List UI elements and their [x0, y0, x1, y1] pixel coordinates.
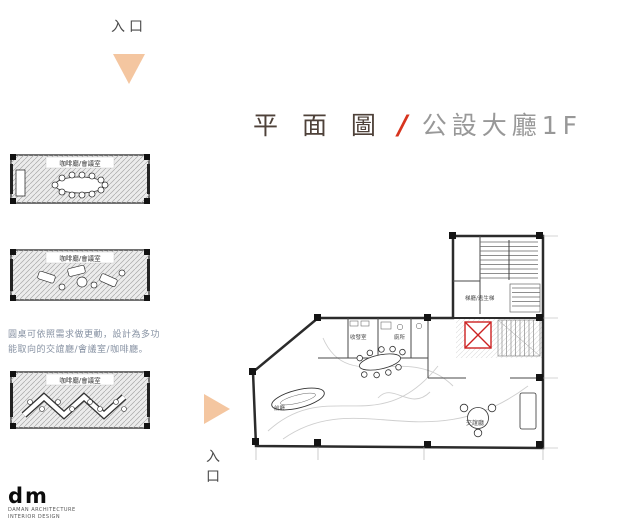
- zigzag-desks: [21, 392, 127, 420]
- title-sub: 公設大廳1F: [421, 111, 583, 140]
- thumbnail-frame: [10, 249, 150, 301]
- floorplan-thumbnail-conference: 咖啡廳/會議室: [10, 154, 150, 204]
- floorplan-thumbnail-zigzag: 咖啡廳/會議室: [10, 371, 150, 429]
- thumbnail-lounge-drawing: 咖啡廳/會議室: [10, 249, 150, 301]
- main-floorplan: 梯廳/逃生梯 收發室 廁所 交誼廳 前廳: [249, 232, 558, 460]
- room-label-foyer: 前廳: [274, 404, 286, 412]
- title-separator: /: [397, 110, 408, 141]
- plan-outline: [251, 234, 545, 450]
- lounge-furniture: [37, 265, 126, 291]
- entrance-arrow-down-icon: [113, 54, 145, 84]
- room-label-stair-hall: 梯廳/逃生梯: [465, 294, 495, 302]
- room-labels: 梯廳/逃生梯 收發室 廁所 交誼廳 前廳: [274, 294, 495, 427]
- logo: dm DAMAN ARCHITECTURE INTERIOR DESIGN: [8, 486, 76, 520]
- entrance-label-top: 入口: [111, 19, 147, 35]
- thumbnail-room-label: 咖啡廳/會議室: [45, 251, 115, 264]
- elevator: [464, 321, 492, 349]
- conference-table-center: [356, 345, 406, 379]
- logo-line-2: INTERIOR DESIGN: [8, 513, 61, 520]
- description-text: 圓桌可依照需求做更動，設計為多功能取向的交誼廳/會議室/咖啡廳。: [8, 330, 161, 355]
- thumbnail-conference-drawing: 咖啡廳/會議室: [10, 154, 150, 204]
- room-label-toilet: 廁所: [394, 333, 406, 341]
- page-title: 平 面 圖 / 公設大廳1F: [253, 106, 582, 142]
- entrance-label-side: 入口: [206, 449, 220, 486]
- dimension-ticks: [255, 235, 558, 460]
- room-label-mail-room: 收發室: [350, 333, 367, 341]
- conference-table: [15, 169, 109, 199]
- floorplan-thumbnail-lounge: 咖啡廳/會議室: [10, 249, 150, 301]
- logo-line-1: DAMAN ARCHITECTURE: [8, 507, 76, 513]
- title-main: 平 面 圖: [253, 111, 384, 140]
- reception-desk: [271, 387, 325, 411]
- thumbnail-zigzag-drawing: 咖啡廳/會議室: [10, 371, 150, 429]
- lounge-furniture: [459, 392, 537, 438]
- thumbnail-1-label: 咖啡廳/會議室: [59, 159, 101, 168]
- thumbnail-2-label: 咖啡廳/會議室: [59, 254, 101, 263]
- structural-columns: [249, 232, 543, 448]
- logo-mark: dm: [8, 484, 49, 508]
- thumbnail-room-label: 咖啡廳/會議室: [45, 373, 115, 386]
- room-label-lounge: 交誼廳: [466, 419, 484, 427]
- stairwell: [480, 240, 541, 313]
- entrance-arrow-right-icon: [204, 394, 230, 424]
- room-fixtures: [349, 320, 423, 331]
- secondary-stair: [497, 319, 541, 357]
- thumbnail-room-label: 咖啡廳/會議室: [45, 156, 115, 169]
- thumbnail-3-label: 咖啡廳/會議室: [59, 376, 101, 385]
